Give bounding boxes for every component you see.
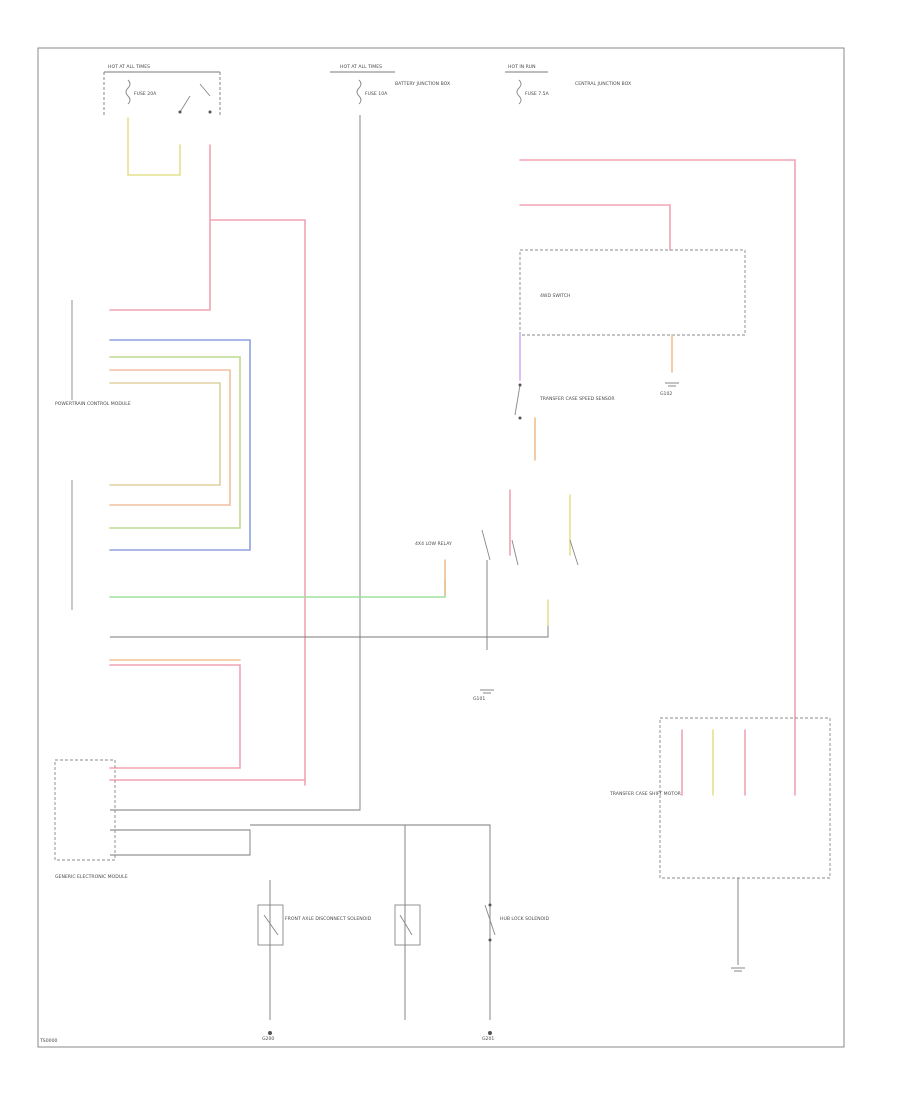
fuse-label-1: FUSE 20A [134,91,157,97]
relay-icon [394,904,421,946]
wire-pink-4wd [519,204,671,251]
ground-label-g200: G200 [262,1036,274,1042]
component-label-4wd-switch: 4WD SWITCH [540,293,570,299]
ground-label-g101: G101 [473,696,485,702]
switch-icon [514,383,522,420]
component-label-speed-sensor: TRANSFER CASE SPEED SENSOR [539,396,615,402]
component-label-gem: GENERIC ELECTRONIC MODULE [55,874,128,880]
component-label-axle-solenoid: FRONT AXLE DISCONNECT SOLENOID [285,916,372,922]
switch-icon [481,529,579,566]
hot-label-3: HOT IN RUN [508,64,536,70]
wire-orange [109,369,231,506]
wire-red-pcm [109,219,211,311]
component-label-central-jbox: CENTRAL JUNCTION BOX [575,81,631,87]
ground-label-g102: G102 [660,391,672,397]
wire-center-lower [250,824,491,1020]
ground-icon [268,1031,272,1035]
wire-green-yellow [109,356,241,529]
wire-pink-gem [109,664,241,769]
ground-icon [480,689,494,694]
transfer-case-module [659,717,831,879]
ground-label-g201: G201 [482,1036,494,1042]
component-label-shift-motor: TRANSFER CASE SHIFT MOTOR [609,791,682,797]
ground-icon [488,1031,492,1035]
wire-tan [109,382,221,486]
ground-icon [731,967,745,972]
wire-blue [109,339,251,551]
diagram-frame [37,47,845,1048]
4wd-switch-outline [519,249,746,336]
component-label-4x4-relay: 4X4 LOW RELAY [415,541,452,547]
component-label-battery-jbox: BATTERY JUNCTION BOX [395,81,450,87]
diagram-code: TS0000 [39,1038,57,1044]
gem-module [54,759,116,861]
fuse-icon [356,79,362,105]
component-label-hub-lock: HUB LOCK SOLENOID [500,916,550,922]
relay-icon [178,83,212,114]
wire-grey-horizontal [110,600,549,638]
wire-green [109,579,446,598]
relay-icon [257,904,284,946]
fuse-label-3: FUSE 7.5A [525,91,550,97]
fuse-icon [516,79,522,105]
fuse-icon [125,79,131,105]
wire-pink-right [519,159,796,796]
component-label-pcm: POWERTRAIN CONTROL MODULE [55,401,131,407]
relay-icon [484,903,496,942]
ground-icon [665,382,679,387]
fuse-label-2: FUSE 10A [365,91,388,97]
wire-yellow-fuse [127,117,181,176]
wire-gem-lower [110,829,251,856]
wire-grey-center [110,115,361,811]
hot-label-1: HOT AT ALL TIMES [108,64,150,70]
hot-label-2: HOT AT ALL TIMES [340,64,382,70]
wire-red-main [209,144,306,786]
